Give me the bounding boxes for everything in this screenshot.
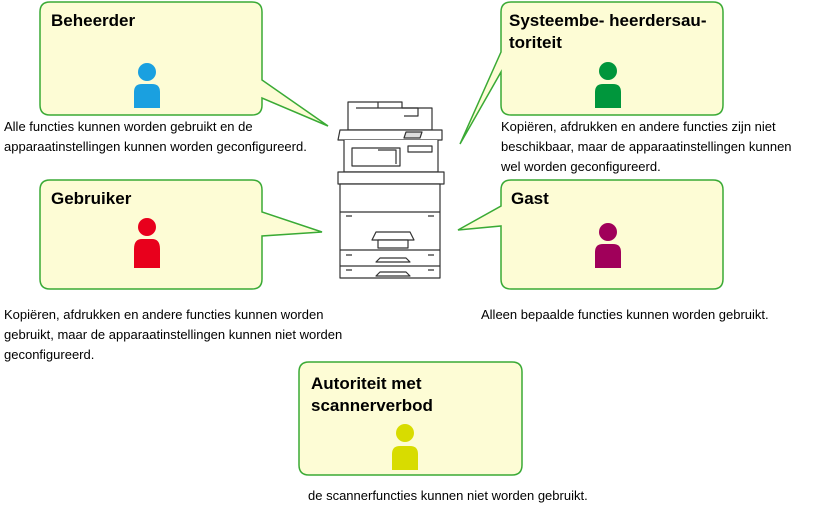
bubble-user	[39, 179, 323, 290]
person-icon	[134, 63, 160, 108]
person-icon	[595, 62, 621, 108]
role-description-guest: Alleen bepaalde functies kunnen worden g…	[481, 307, 769, 322]
person-icon	[595, 223, 621, 268]
person-icon	[134, 218, 160, 268]
role-title-guest: Gast	[511, 189, 549, 208]
role-description-administrator: Alle functies kunnen worden gebruikt en …	[4, 119, 307, 154]
role-description-system-authority: Kopiëren, afdrukken en andere functies z…	[501, 119, 792, 174]
person-icon	[392, 424, 418, 470]
bubble-administrator	[39, 1, 329, 127]
multifunction-printer-icon	[337, 101, 445, 279]
role-description-user: Kopiëren, afdrukken en andere functies k…	[4, 307, 343, 362]
role-title-user: Gebruiker	[51, 189, 132, 208]
bubble-guest	[457, 179, 724, 290]
role-title-scan-restricted: Autoriteit met scannerverbod	[311, 374, 433, 415]
bubble-scan-restricted	[298, 361, 523, 476]
bubble-system-authority	[459, 1, 724, 145]
role-title-system-authority: Systeembe- heerdersau- toriteit	[509, 11, 707, 52]
role-description-scan-restricted: de scannerfuncties kunnen niet worden ge…	[308, 488, 588, 503]
role-title-administrator: Beheerder	[51, 11, 136, 30]
